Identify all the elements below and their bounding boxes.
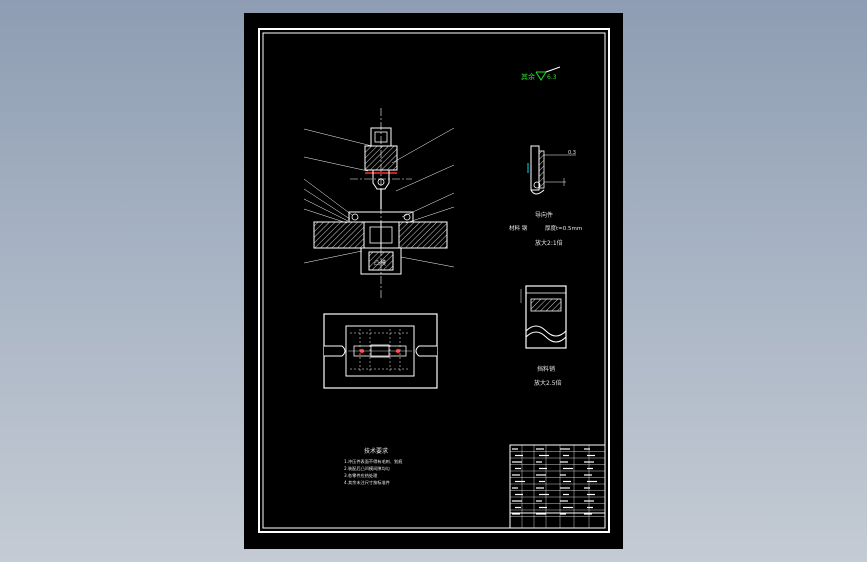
title-block — [509, 444, 606, 529]
detail-b-title: 挡料销 — [537, 365, 555, 373]
outer-frame — [258, 28, 610, 533]
assembly-section: 凸模 — [303, 108, 455, 298]
die-lower-body — [360, 247, 402, 275]
inner-frame — [262, 32, 606, 529]
notes-line-1: 1.冲压件表面不得有毛刺、划痕 — [344, 458, 403, 465]
detail-guide: 0.3 导向件 材料 钢 厚度t=0.5mm 放大2:1倍 — [509, 145, 582, 247]
detail-a-material: 材料 钢 — [509, 224, 528, 232]
plan-view — [323, 313, 438, 389]
technical-notes: 技术要求 1.冲压件表面不得有毛刺、划痕 2.装配后凸凹模间隙均匀 3.各零件应… — [344, 447, 403, 486]
notes-line-3: 3.各零件应热处理 — [344, 472, 378, 479]
roughness-check-icon — [535, 71, 547, 81]
detail-a-scale: 放大2:1倍 — [535, 239, 563, 247]
roughness-prefix: 其余 — [521, 72, 535, 81]
notes-title: 技术要求 — [364, 447, 388, 455]
punch-body — [372, 169, 390, 190]
roughness-value: 6.3 — [547, 74, 557, 81]
main-label: 凸模 — [374, 259, 386, 267]
roughness-symbol: 其余 6.3 — [521, 66, 561, 81]
die-plate-right — [398, 221, 448, 249]
detail-a-title: 导向件 — [535, 211, 553, 219]
detail-a-spec: 厚度t=0.5mm — [545, 224, 582, 232]
detail-a-dim: 0.3 — [568, 150, 576, 156]
drawing-sheet: 其余 6.3 凸模 — [244, 13, 623, 549]
plan-inner — [345, 325, 415, 377]
cad-drawing: 其余 6.3 凸模 — [258, 28, 610, 533]
detail-b-scale: 放大2.5倍 — [534, 379, 562, 387]
die-plate-left — [313, 221, 365, 249]
punch-holder — [364, 145, 398, 171]
detail-stop-pin: 挡料销 放大2.5倍 — [520, 285, 567, 387]
notes-line-4: 4.其余未注尺寸按标准件 — [344, 479, 390, 486]
notes-line-2: 2.装配后凸凹模间隙均匀 — [344, 465, 390, 472]
